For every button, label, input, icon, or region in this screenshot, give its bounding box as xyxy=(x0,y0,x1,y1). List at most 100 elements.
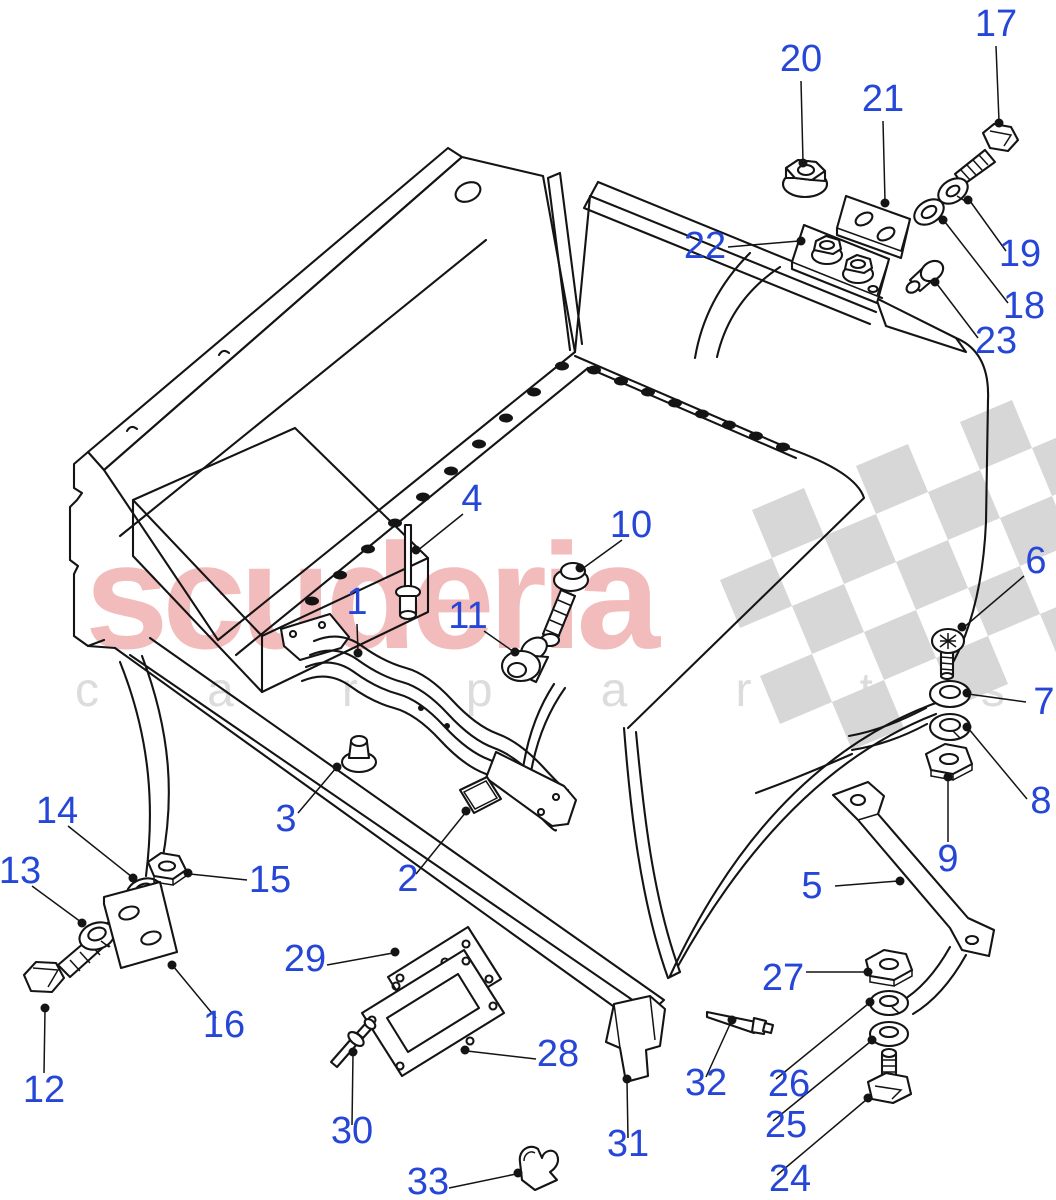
leader-23 xyxy=(930,277,979,339)
leader-5 xyxy=(834,876,905,887)
leader-21 xyxy=(880,120,890,208)
part-label-2[interactable]: 2 xyxy=(397,858,418,900)
part-label-29[interactable]: 29 xyxy=(284,938,326,980)
part-23-bolt xyxy=(905,259,945,294)
part-11-spacer xyxy=(500,636,550,684)
part-label-21[interactable]: 21 xyxy=(862,78,904,120)
part-label-1[interactable]: 1 xyxy=(346,581,367,623)
leader-22 xyxy=(727,236,806,248)
checkered-flag-watermark xyxy=(720,400,1056,750)
part-15-nut xyxy=(146,851,188,886)
part-17-bolt xyxy=(953,122,1020,187)
part-label-11[interactable]: 11 xyxy=(448,595,487,637)
part-label-31[interactable]: 31 xyxy=(607,1123,649,1165)
part-4-stud xyxy=(394,523,422,621)
leader-18 xyxy=(938,215,1009,304)
part-label-33[interactable]: 33 xyxy=(407,1161,449,1200)
part-27-nut xyxy=(864,948,914,987)
part-label-18[interactable]: 18 xyxy=(1003,285,1045,327)
left-sill xyxy=(113,636,666,1026)
part-label-9[interactable]: 9 xyxy=(937,838,958,880)
part-label-6[interactable]: 6 xyxy=(1025,540,1046,582)
part-1-tread-plate xyxy=(279,612,578,832)
part-label-28[interactable]: 28 xyxy=(537,1033,579,1075)
part-label-15[interactable]: 15 xyxy=(249,859,291,901)
part-2-pad xyxy=(458,775,503,815)
part-8-spring-washer xyxy=(928,712,972,742)
leader-28 xyxy=(460,1045,537,1060)
leader-30 xyxy=(348,1047,358,1126)
part-25-washer xyxy=(868,1020,910,1048)
part-32-pin xyxy=(705,1010,775,1036)
wheel-arch xyxy=(668,698,946,978)
part-label-14[interactable]: 14 xyxy=(36,790,78,832)
part-3-grommet xyxy=(340,734,378,774)
part-22-tapping-plate xyxy=(790,223,891,305)
leader-13 xyxy=(31,885,87,928)
leader-31 xyxy=(622,1074,632,1139)
part-label-17[interactable]: 17 xyxy=(975,3,1017,45)
part-5-strap xyxy=(831,780,996,958)
part-24-bolt xyxy=(866,1047,913,1105)
leader-24 xyxy=(776,1093,873,1176)
part-28-frame xyxy=(360,948,506,1078)
leader-6 xyxy=(957,575,1025,632)
part-9-nut xyxy=(924,742,974,781)
leader-9 xyxy=(943,772,953,842)
part-label-16[interactable]: 16 xyxy=(203,1004,245,1046)
leader-14 xyxy=(67,825,138,883)
part-label-25[interactable]: 25 xyxy=(765,1104,807,1146)
part-label-8[interactable]: 8 xyxy=(1030,780,1051,822)
part-label-10[interactable]: 10 xyxy=(610,504,652,546)
leader-16 xyxy=(167,960,217,1019)
part-label-7[interactable]: 7 xyxy=(1033,681,1054,723)
leader-12 xyxy=(40,1003,50,1074)
leader-3 xyxy=(297,762,342,814)
part-label-3[interactable]: 3 xyxy=(275,798,296,840)
part-6-screw xyxy=(930,627,966,681)
part-label-12[interactable]: 12 xyxy=(23,1069,65,1111)
leader-2 xyxy=(415,806,471,875)
part-label-13[interactable]: 13 xyxy=(0,850,41,892)
part-label-24[interactable]: 24 xyxy=(769,1158,811,1200)
leader-19 xyxy=(963,195,1007,252)
leader-26 xyxy=(775,997,875,1080)
seat-box xyxy=(131,426,430,694)
part-13-spring-washer xyxy=(78,921,116,951)
part-7-washer xyxy=(928,679,972,709)
leader-1 xyxy=(353,623,363,658)
part-18-washer xyxy=(913,198,945,226)
part-label-30[interactable]: 30 xyxy=(331,1110,373,1152)
leader-29 xyxy=(326,947,400,966)
part-label-22[interactable]: 22 xyxy=(684,225,726,267)
floor-drain-holes xyxy=(305,361,790,606)
part-label-32[interactable]: 32 xyxy=(685,1062,727,1104)
part-label-20[interactable]: 20 xyxy=(780,38,822,80)
leader-10 xyxy=(575,539,623,573)
part-label-19[interactable]: 19 xyxy=(999,233,1041,275)
part-label-4[interactable]: 4 xyxy=(461,478,482,520)
truck-bed-drawing xyxy=(68,146,990,1026)
leader-11 xyxy=(483,630,520,657)
leader-32 xyxy=(705,1015,737,1078)
leader-20 xyxy=(798,80,808,168)
parts-layer xyxy=(22,122,1020,1192)
part-label-27[interactable]: 27 xyxy=(762,957,804,999)
part-33-clip xyxy=(518,1145,560,1192)
part-16-plate xyxy=(102,880,179,970)
part-31-bracket xyxy=(604,994,667,1084)
leader-15 xyxy=(183,868,248,881)
part-label-5[interactable]: 5 xyxy=(801,865,822,907)
bulkhead-panel xyxy=(68,146,584,650)
part-label-26[interactable]: 26 xyxy=(768,1063,810,1105)
leader-8 xyxy=(962,722,1028,800)
locator-curves xyxy=(118,251,968,1016)
part-label-23[interactable]: 23 xyxy=(975,320,1017,362)
part-21-plate xyxy=(835,194,912,260)
leader-33 xyxy=(448,1168,523,1189)
callout-labels: 1 2 3 4 5 6 7 8 9 10 11 12 13 14 15 16 1… xyxy=(0,3,1055,1200)
part-19-spring-washer xyxy=(937,177,969,205)
part-26-spring-washer xyxy=(868,989,910,1017)
